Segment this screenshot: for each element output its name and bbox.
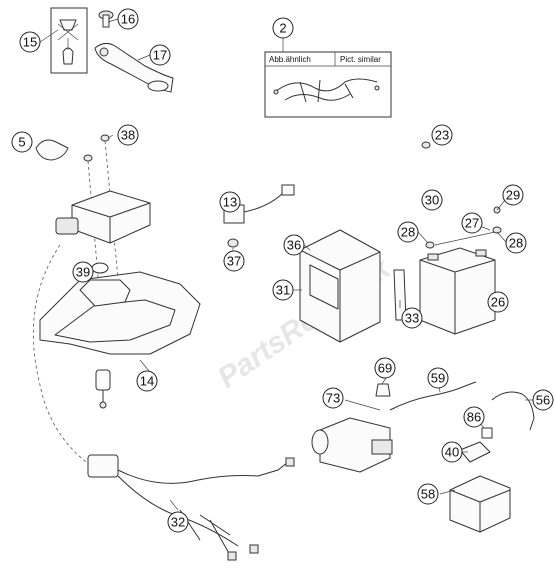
svg-text:14: 14 <box>140 374 154 389</box>
callout-17: 17 <box>149 44 171 66</box>
callout-13: 13 <box>219 191 241 213</box>
svg-text:27: 27 <box>465 216 479 231</box>
svg-text:38: 38 <box>121 128 135 143</box>
wiring-harness-box: Abb.ähnlich Pict. similar <box>264 51 392 118</box>
callout-59: 59 <box>427 367 449 389</box>
svg-text:23: 23 <box>435 128 449 143</box>
box-label-right: Pict. similar <box>340 55 381 64</box>
callout-56: 56 <box>532 389 554 411</box>
bolt-16 <box>98 10 114 28</box>
callout-30: 30 <box>421 189 443 211</box>
callout-73: 73 <box>322 387 344 409</box>
callout-27: 27 <box>461 212 483 234</box>
svg-text:59: 59 <box>431 371 445 386</box>
svg-text:15: 15 <box>23 35 37 50</box>
callout-16: 16 <box>117 8 139 30</box>
callout-26: 26 <box>487 291 509 313</box>
svg-text:73: 73 <box>326 391 340 406</box>
svg-text:56: 56 <box>536 393 550 408</box>
callout-69: 69 <box>374 357 396 379</box>
bracket-40 <box>459 441 491 463</box>
battery-holder-31 <box>299 229 381 343</box>
cap-5 <box>35 139 69 161</box>
svg-text:36: 36 <box>287 238 301 253</box>
leader-lines <box>39 18 533 511</box>
callout-58: 58 <box>417 483 439 505</box>
cable-56 <box>491 391 535 431</box>
relay-86 <box>481 427 493 439</box>
bracket-17 <box>94 42 174 93</box>
svg-text:29: 29 <box>506 188 520 203</box>
harness-32 <box>87 454 295 561</box>
callout-2: 2 <box>272 17 294 39</box>
callout-28-right: 28 <box>505 232 527 254</box>
svg-text:30: 30 <box>425 193 439 208</box>
grommet-39 <box>91 262 109 274</box>
callout-29: 29 <box>502 184 524 206</box>
starter-motor <box>311 383 393 473</box>
callout-39: 39 <box>72 261 94 283</box>
svg-text:32: 32 <box>171 515 185 530</box>
battery-26 <box>419 247 496 335</box>
callout-31: 31 <box>272 279 294 301</box>
callout-5: 5 <box>11 131 33 153</box>
cable-59 <box>389 381 477 411</box>
callout-40: 40 <box>441 441 463 463</box>
svg-text:13: 13 <box>223 195 237 210</box>
svg-text:86: 86 <box>467 410 481 425</box>
tray-14 <box>39 271 201 409</box>
svg-text:40: 40 <box>445 445 459 460</box>
svg-text:31: 31 <box>276 283 290 298</box>
callout-14: 14 <box>136 370 158 392</box>
control-unit <box>55 190 151 244</box>
svg-text:39: 39 <box>76 265 90 280</box>
callout-38: 38 <box>117 124 139 146</box>
svg-text:37: 37 <box>227 254 241 269</box>
svg-text:16: 16 <box>121 12 135 27</box>
switch-detail-box <box>50 7 88 74</box>
svg-text:28: 28 <box>401 225 415 240</box>
box-label-left: Abb.ähnlich <box>269 55 311 64</box>
callout-37: 37 <box>223 250 245 272</box>
svg-text:17: 17 <box>153 48 167 63</box>
callout-36: 36 <box>283 234 305 256</box>
svg-text:2: 2 <box>279 21 286 36</box>
svg-text:28: 28 <box>509 236 523 251</box>
nut-37 <box>227 238 239 248</box>
callout-28-left: 28 <box>397 221 419 243</box>
svg-text:33: 33 <box>405 311 419 326</box>
callout-86: 86 <box>463 406 485 428</box>
callout-15: 15 <box>19 31 41 53</box>
svg-text:5: 5 <box>18 135 25 150</box>
svg-text:58: 58 <box>421 487 435 502</box>
regulator-58 <box>449 475 511 533</box>
callout-32: 32 <box>167 511 189 533</box>
svg-text:26: 26 <box>491 295 505 310</box>
callout-33: 33 <box>401 307 423 329</box>
callout-23: 23 <box>431 124 453 146</box>
svg-text:69: 69 <box>378 361 392 376</box>
